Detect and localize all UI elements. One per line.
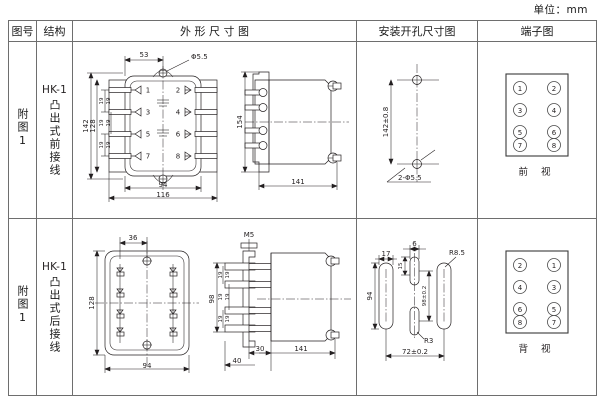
- row2-tdiag-r3: 5: [552, 306, 556, 314]
- row1-dim-116: 116: [156, 191, 170, 199]
- row1-structure-cell: HK-1 凸出式前接线: [36, 41, 73, 219]
- row1-pitch-6: 19: [106, 141, 112, 149]
- row2-mount-6: 6: [412, 240, 417, 248]
- row2-dim-141: 141: [294, 345, 307, 353]
- row2-terminal-view-label: 背 视: [518, 343, 555, 355]
- row1-tdiag-r4: 8: [552, 142, 556, 150]
- header-fig-no: 图号: [8, 20, 37, 42]
- row1-outline-cell: 1 2 3 4 5 6 7 8 53: [72, 41, 357, 219]
- row1-tdiag-r1: 2: [552, 85, 556, 93]
- row1-term-8: 8: [176, 153, 180, 161]
- row1-tdiag-l4: 7: [518, 142, 522, 150]
- row2-tdiag-l1: 2: [518, 262, 522, 270]
- row1-pitch-2: 19: [99, 119, 105, 127]
- row1-mount-holes: 2-Φ5.5: [398, 174, 422, 182]
- row2-structure: 凸出式后接线: [48, 275, 62, 354]
- unit-note: 单位：mm: [533, 4, 588, 16]
- row2-dim-128: 128: [88, 296, 96, 309]
- row1-tdiag-r2: 4: [552, 107, 557, 115]
- table-header-row: 图号 结构 外 形 尺 寸 图 安装开孔尺寸图 端子图: [8, 20, 597, 42]
- row1-term-7: 7: [146, 153, 150, 161]
- row2-outline-cell: 36 128: [72, 218, 357, 396]
- row1-tdiag-l3: 5: [518, 129, 522, 137]
- row2-mounting-drawing: 17 6: [357, 219, 477, 395]
- row2-dim-94: 94: [143, 362, 152, 370]
- row2-pitch-2: 19: [218, 293, 224, 301]
- row2-mount-span: 72±0.2: [402, 348, 428, 356]
- row2-tdiag-r4: 7: [552, 319, 556, 327]
- row2-pitch-3: 19: [218, 315, 224, 323]
- row1-terminal-view-label: 前 视: [518, 166, 555, 178]
- header-structure: 结构: [36, 20, 73, 42]
- row2-mounting-cell: 17 6: [356, 218, 478, 396]
- row1-model: HK-1: [42, 83, 67, 96]
- row1-dim-hole: Φ5.5: [191, 53, 208, 61]
- row2-tdiag-l4: 8: [518, 319, 522, 327]
- row1-pitch-3: 19: [99, 141, 105, 149]
- row1-term-6: 6: [176, 131, 181, 139]
- row1-mount-vertical: 142±0.8: [382, 107, 390, 137]
- row1-pitch-4: 19: [106, 97, 112, 105]
- row1-term-2: 2: [176, 87, 180, 95]
- row2-terminal-diagram: 2 4 6 8 1 3 5 7 背 视: [478, 219, 596, 395]
- row2-dim-40: 40: [233, 357, 242, 365]
- row1-dim-154: 154: [236, 115, 244, 129]
- header-outline: 外 形 尺 寸 图: [72, 20, 357, 42]
- row1-tdiag-r3: 6: [552, 129, 557, 137]
- row2-mount-94: 94: [366, 291, 374, 300]
- row2-dim-98: 98: [208, 295, 216, 304]
- row1-mounting-cell: 142±0.8 2-Φ5.5: [356, 41, 478, 219]
- row2-dim-30: 30: [256, 345, 265, 353]
- row2-tdiag-l3: 6: [518, 306, 523, 314]
- row2-model: HK-1: [42, 260, 67, 273]
- row2-pitch-4: 19: [225, 271, 231, 279]
- row2-mount-r85: R8.5: [449, 249, 465, 257]
- row1-dim-94: 94: [159, 181, 168, 189]
- row1-term-4: 4: [176, 109, 181, 117]
- row1-pitch-5: 19: [106, 119, 112, 127]
- row1-tdiag-l1: 1: [518, 85, 522, 93]
- header-terminal: 端子图: [477, 20, 597, 42]
- row2-structure-cell: HK-1 凸出式后接线: [36, 218, 73, 396]
- row1-outline-drawing: 1 2 3 4 5 6 7 8 53: [73, 42, 356, 218]
- header-mounting: 安装开孔尺寸图: [356, 20, 478, 42]
- row2-terminal-cell: 2 4 6 8 1 3 5 7 背 视: [477, 218, 597, 396]
- row1-fig-no-cell: 附图1: [8, 41, 37, 219]
- table-row: 附图1 HK-1 凸出式后接线: [8, 218, 597, 396]
- row1-fig-no: 附图1: [16, 107, 30, 149]
- row2-mount-r3: R3: [424, 337, 433, 345]
- row2-dim-36: 36: [129, 234, 138, 242]
- row1-pitch-1: 19: [99, 97, 105, 105]
- row2-fig-no-cell: 附图1: [8, 218, 37, 396]
- row2-mount-15: 15: [398, 262, 404, 270]
- row2-fig-no: 附图1: [16, 284, 30, 326]
- row1-dim-142: 142: [82, 119, 90, 132]
- row2-mount-17: 17: [382, 250, 391, 258]
- row2-pitch-6: 19: [225, 315, 231, 323]
- row1-terminal-cell: 1 3 5 7 2 4 6 8 前 视: [477, 41, 597, 219]
- row2-dim-M5: M5: [244, 231, 255, 239]
- row2-tdiag-r1: 1: [552, 262, 556, 270]
- row2-pitch-1: 19: [218, 271, 224, 279]
- row1-term-5: 5: [146, 131, 150, 139]
- row1-dim-top: 53: [140, 51, 149, 59]
- row2-tdiag-l2: 4: [518, 284, 523, 292]
- row1-term-1: 1: [146, 87, 150, 95]
- row1-terminal-diagram: 1 3 5 7 2 4 6 8 前 视: [478, 42, 596, 218]
- row2-pitch-5: 19: [225, 293, 231, 301]
- row1-dim-141: 141: [291, 178, 304, 186]
- specification-table: 图号 结构 外 形 尺 寸 图 安装开孔尺寸图 端子图 附图1 HK-1 凸出式…: [8, 20, 597, 396]
- row1-structure: 凸出式前接线: [48, 98, 62, 177]
- row1-dim-128: 128: [89, 119, 97, 132]
- row1-tdiag-l2: 3: [518, 107, 522, 115]
- row2-outline-drawing: 36 128: [73, 219, 356, 395]
- row2-tdiag-r2: 3: [552, 284, 556, 292]
- row1-mounting-drawing: 142±0.8 2-Φ5.5: [357, 42, 477, 218]
- row1-term-3: 3: [146, 109, 150, 117]
- table-row: 附图1 HK-1 凸出式前接线: [8, 41, 597, 219]
- row2-mount-98: 98±0.2: [422, 286, 428, 307]
